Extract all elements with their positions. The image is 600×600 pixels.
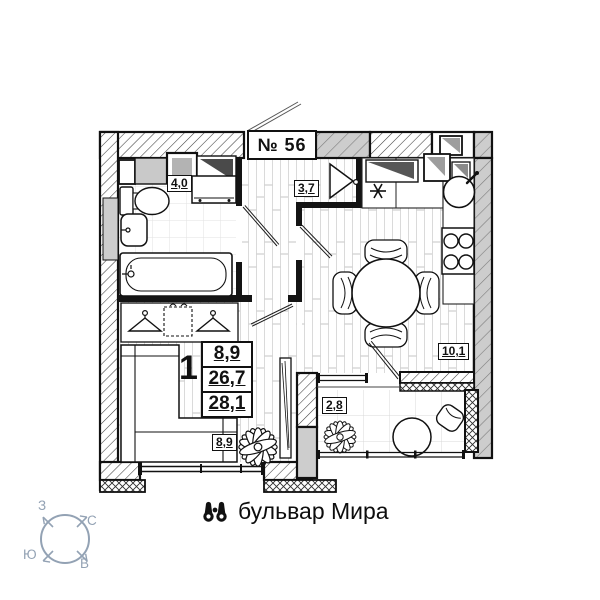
washing-machine-icon bbox=[191, 175, 237, 204]
street-label: бульвар Мира bbox=[200, 498, 389, 525]
balcony-window bbox=[317, 450, 465, 459]
compass-label-west: З bbox=[38, 498, 47, 513]
balcony-door bbox=[368, 340, 401, 380]
area-label-kitchen: 10,1 bbox=[438, 343, 470, 360]
compass-label-east: В bbox=[80, 556, 90, 571]
apartment-number-badge: № 56 bbox=[247, 130, 317, 160]
area-label-hallway: 3,7 bbox=[294, 180, 319, 197]
interior-walls bbox=[118, 158, 362, 302]
area-label-bathroom: 4,0 bbox=[167, 175, 192, 192]
entrance-leader-line bbox=[246, 101, 302, 134]
door-leaves bbox=[242, 101, 401, 380]
area-label-balcony: 2,8 bbox=[322, 397, 347, 414]
balcony-table-icon bbox=[392, 417, 432, 457]
wardrobe-icon bbox=[120, 302, 239, 343]
bathtub-icon bbox=[119, 252, 233, 297]
compass-rose bbox=[40, 514, 90, 564]
compass-label-north: С bbox=[87, 513, 97, 528]
sofa-icon bbox=[120, 344, 238, 463]
summary-area: 26,7 bbox=[201, 365, 253, 393]
living-room-door bbox=[250, 303, 294, 327]
bathroom-fixtures bbox=[119, 175, 237, 297]
kitchen-door bbox=[299, 224, 333, 259]
summary-areas: 8,9 26,7 28,1 bbox=[201, 341, 253, 418]
summary-total-area: 28,1 bbox=[201, 390, 253, 418]
bathroom-sink-icon bbox=[120, 213, 148, 247]
kitchen-sink-icon bbox=[442, 171, 479, 209]
compass-label-south: Ю bbox=[23, 547, 37, 562]
hallway-mirror-icon bbox=[329, 162, 360, 200]
summary-living-area: 8,9 bbox=[201, 341, 253, 368]
balcony-furniture bbox=[322, 404, 465, 457]
corridor-floor bbox=[242, 202, 296, 302]
binoculars-icon bbox=[203, 501, 227, 522]
living-room-window bbox=[138, 462, 265, 475]
stove-icon bbox=[441, 227, 475, 275]
balcony-chair-icon bbox=[435, 404, 465, 432]
summary-rooms-count: 1 bbox=[179, 349, 198, 387]
living-room-furniture bbox=[120, 302, 292, 468]
street-name: бульвар Мира bbox=[238, 498, 389, 524]
kitchen-fixtures bbox=[332, 171, 479, 348]
lamp-icon bbox=[370, 183, 386, 199]
tv-cabinet-icon bbox=[279, 357, 292, 459]
dining-table-icon bbox=[351, 258, 421, 328]
toilet-icon bbox=[119, 186, 170, 216]
kitchen-balcony-window bbox=[317, 373, 400, 388]
area-label-room: 8,9 bbox=[212, 434, 237, 451]
bathroom-door bbox=[242, 205, 280, 247]
windows bbox=[138, 373, 465, 475]
